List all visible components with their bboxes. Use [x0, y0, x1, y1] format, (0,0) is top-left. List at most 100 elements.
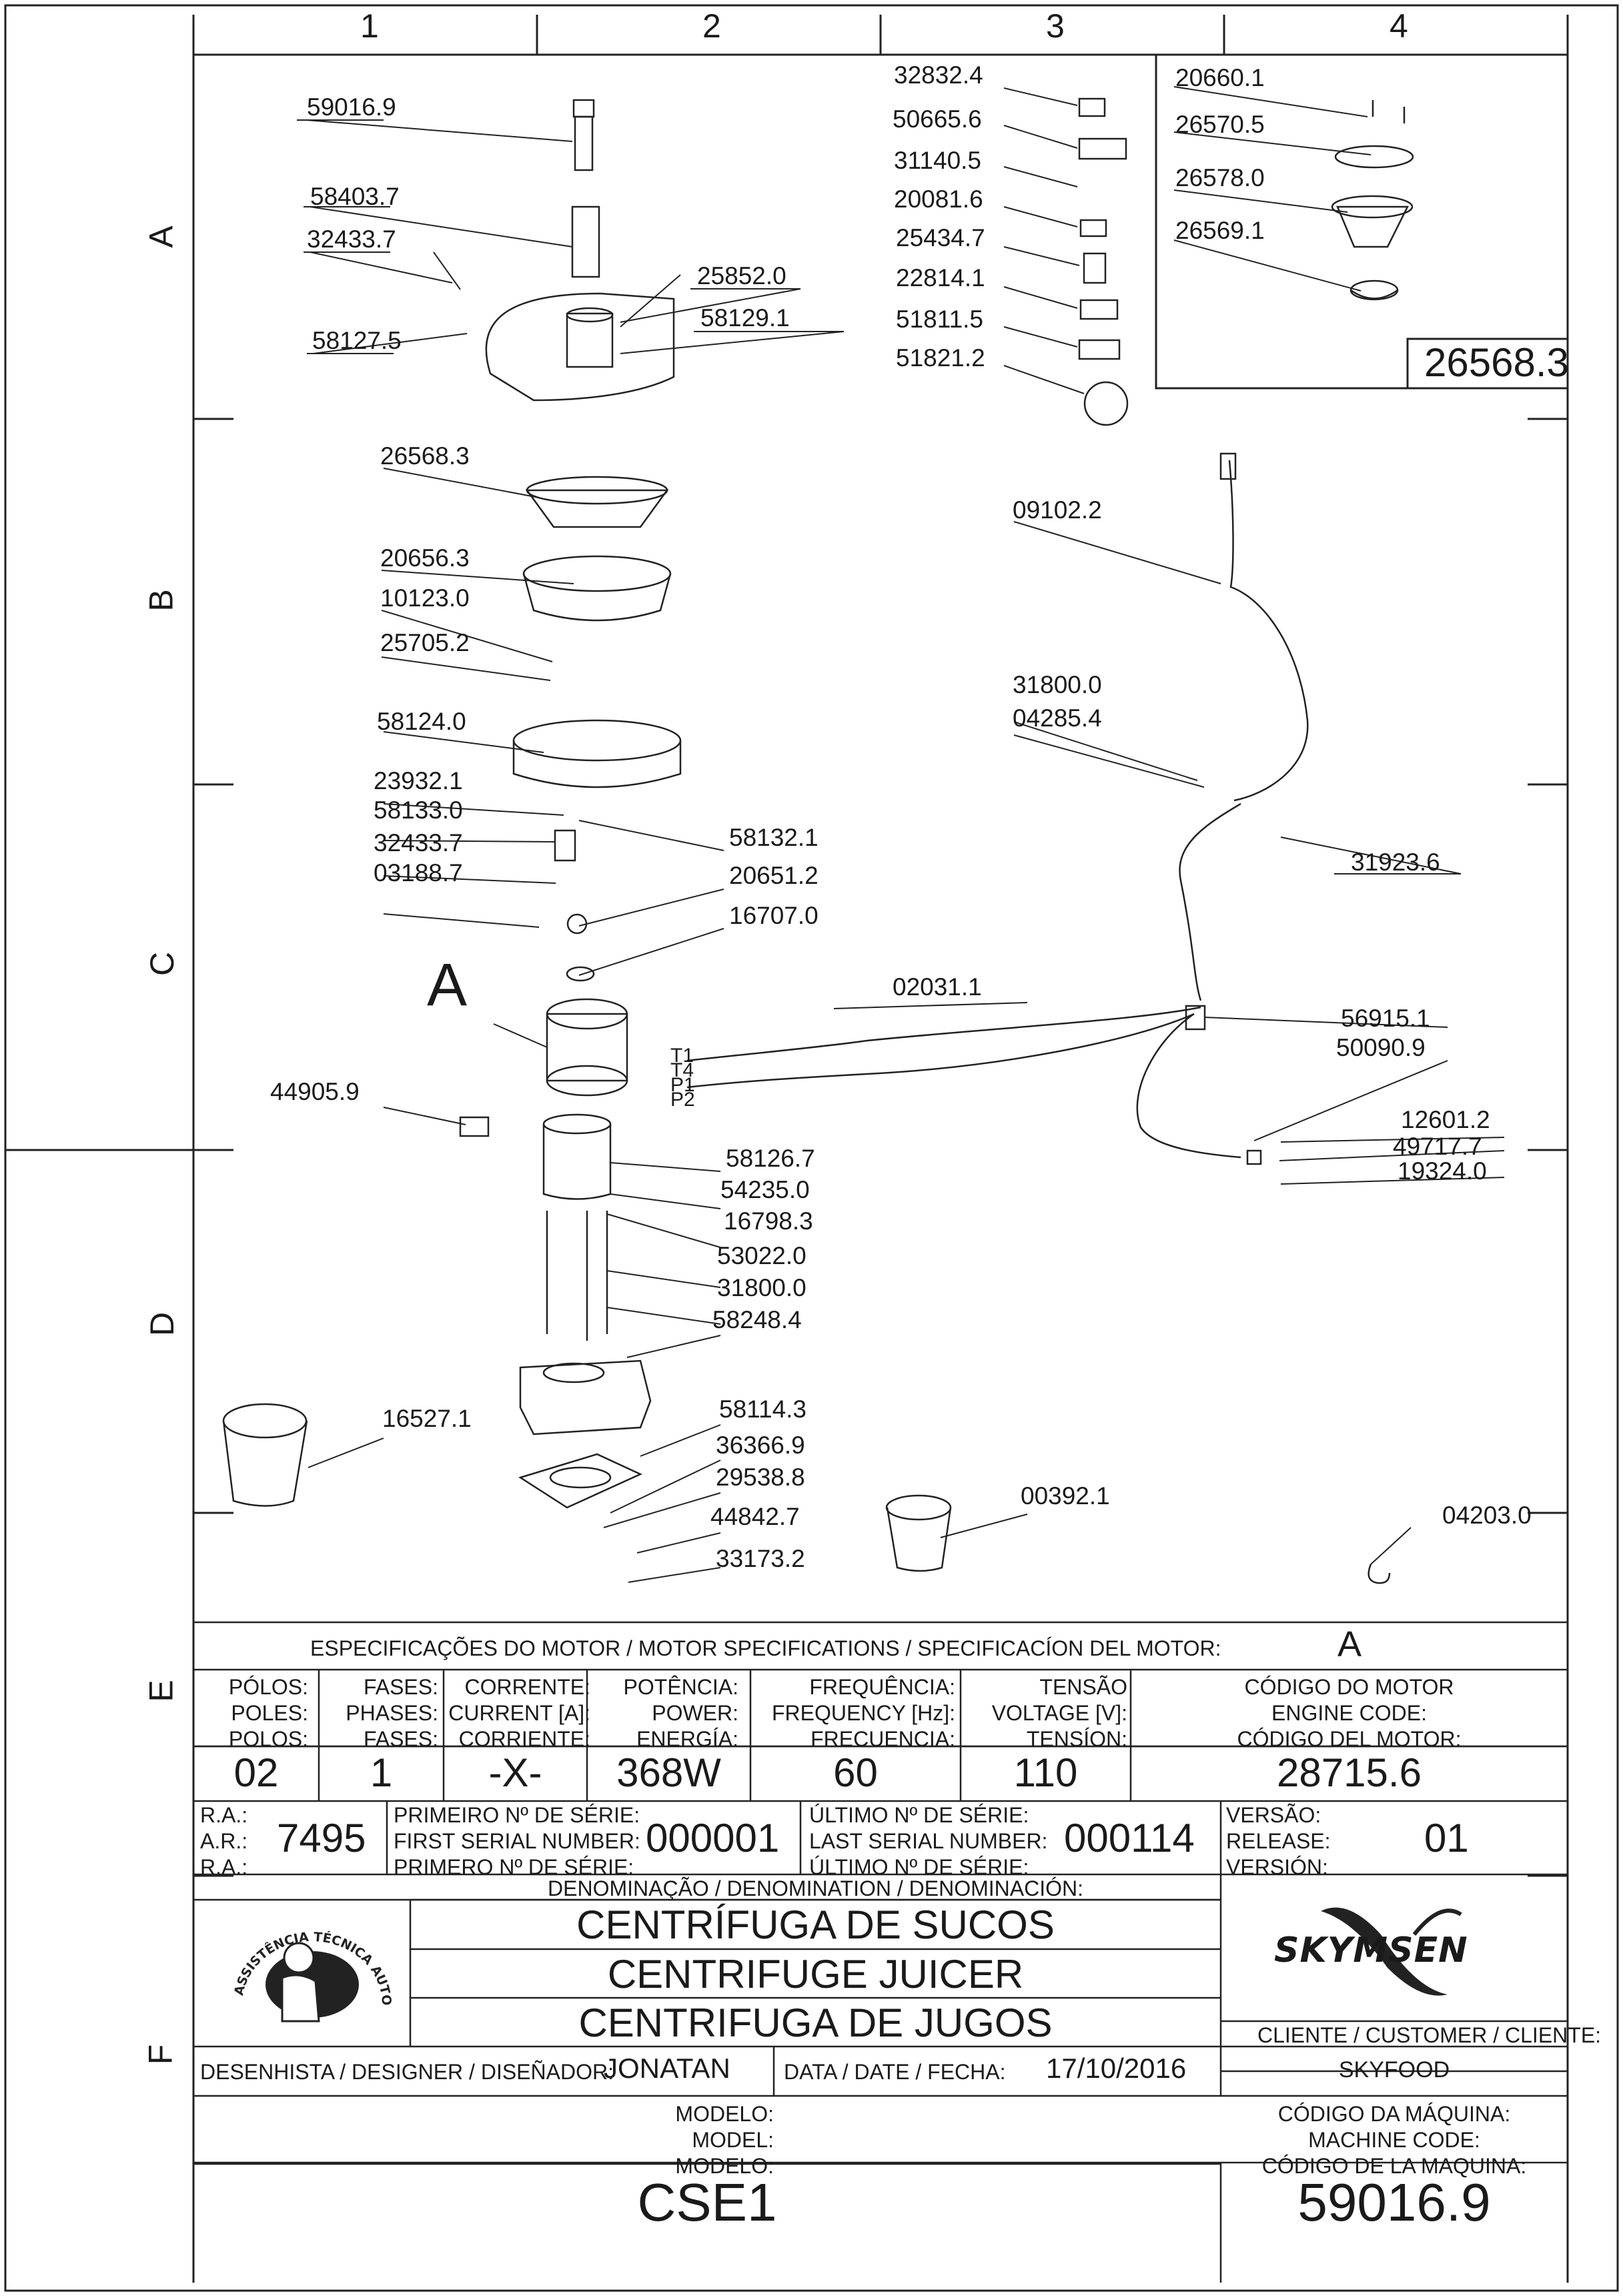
part-callout: 59016.9	[307, 93, 396, 121]
part-callout: 51821.2	[896, 344, 985, 372]
part-callout: 58114.3	[719, 1395, 806, 1423]
part-callout: 33173.2	[716, 1545, 805, 1572]
grid-row-D: D	[143, 1311, 181, 1337]
part-callout: 09102.2	[1013, 496, 1102, 524]
part-callout: 31140.5	[894, 147, 981, 174]
logo-swoosh-icon	[1321, 1907, 1462, 1996]
part-callout: 19324.0	[1398, 1157, 1487, 1185]
terminal-label: T1	[670, 1045, 694, 1067]
part-callout: 20081.6	[894, 185, 983, 213]
spec-value-current: -X-	[488, 1750, 542, 1795]
part-callout: 50090.9	[1336, 1034, 1426, 1061]
part-callout: 26578.0	[1175, 164, 1265, 191]
spec-value-engine-code: 28715.6	[1277, 1750, 1422, 1795]
terminal-label: P1	[670, 1074, 695, 1096]
part-callout: 36366.9	[716, 1431, 805, 1459]
part-callout: 31923.6	[1351, 848, 1440, 876]
part-callout: 58124.0	[377, 708, 466, 735]
spec-value-phases: 1	[370, 1750, 393, 1795]
part-callout: 31800.0	[1013, 671, 1102, 698]
brand-name: SKYMSEN	[1274, 1930, 1468, 1970]
authorized-assistance-stamp: ASSISTÊNCIA TÉCNICA AUTORIZADA	[220, 1893, 396, 2041]
designer-value: JONATAN	[604, 2053, 730, 2084]
last-serial-value: 000114	[1064, 1816, 1195, 1860]
grid-row-B: B	[142, 589, 180, 612]
part-callout: 29538.8	[716, 1464, 805, 1491]
part-callout: 58248.4	[712, 1306, 802, 1333]
model-value: CSE1	[637, 2173, 777, 2232]
spec-value-poles: 02	[233, 1750, 279, 1795]
part-callout: 16798.3	[724, 1207, 813, 1235]
grid-column-4: 4	[1390, 7, 1408, 45]
grid-row-E: E	[142, 1680, 180, 1702]
part-callout: 32433.7	[374, 829, 463, 856]
spec-header-power: POTÊNCIA:POWER:ENERGÍA:	[623, 1675, 738, 1752]
part-callout: 25434.7	[896, 224, 985, 251]
grid-column-3: 3	[1046, 7, 1065, 45]
motor-detail-letter: A	[427, 952, 468, 1019]
part-callout: 26568.3	[380, 442, 470, 470]
grid-row-F: F	[141, 2044, 179, 2065]
part-callout: 16707.0	[729, 902, 819, 929]
grid-row-C: C	[143, 951, 181, 977]
part-callout: 04203.0	[1442, 1502, 1532, 1529]
part-callout: 04285.4	[1013, 704, 1102, 732]
part-callout: 51811.5	[896, 306, 983, 333]
spec-value-power: 368W	[616, 1750, 721, 1795]
detail-box-label: 26568.3	[1424, 340, 1569, 385]
part-callout: 54235.0	[720, 1176, 810, 1203]
part-callout: 26570.5	[1175, 111, 1265, 138]
part-callout: 20656.3	[380, 544, 470, 572]
part-callout: 58126.7	[726, 1145, 815, 1172]
part-callout: 25705.2	[380, 629, 470, 656]
part-callout: 44842.7	[710, 1503, 800, 1530]
part-callout: 58403.7	[310, 183, 400, 210]
denomination-line-pt: CENTRÍFUGA DE SUCOS	[576, 1902, 1055, 1947]
denomination-header: DENOMINAÇÃO / DENOMINATION / DENOMINACIÓ…	[548, 1876, 1083, 1900]
machine-code-labels: CÓDIGO DA MÁQUINA:MACHINE CODE:CÓDIGO DE…	[1261, 2102, 1527, 2179]
spec-header-phases: FASES:PHASES:FASES:	[346, 1675, 438, 1752]
part-callout: 03188.7	[374, 859, 463, 887]
terminal-label: P2	[670, 1089, 695, 1111]
part-callout: 58133.0	[374, 796, 463, 824]
version-value: 01	[1424, 1816, 1469, 1860]
part-callout: 32433.7	[307, 225, 396, 253]
date-value: 17/10/2016	[1046, 2053, 1187, 2084]
part-callout: 02031.1	[893, 973, 982, 1001]
part-callout: 16527.1	[382, 1405, 472, 1432]
skymsen-logo: SKYMSEN	[1241, 1894, 1548, 2008]
part-callout: 12601.2	[1401, 1106, 1490, 1133]
ra-labels: R.A.:A.R.:R.A.:	[200, 1803, 248, 1880]
spec-header-current: CORRENTE:CURRENT [A]:CORRIENTE:	[448, 1675, 590, 1752]
part-callout: 20660.1	[1175, 64, 1265, 91]
part-callout: 53022.0	[717, 1242, 806, 1269]
denomination-line-en: CENTRIFUGE JUICER	[607, 1952, 1024, 1996]
spec-value-frequency: 60	[833, 1750, 878, 1795]
part-callout: 58132.1	[729, 824, 819, 851]
part-callout: 58129.1	[700, 304, 790, 332]
part-callout: 00392.1	[1021, 1482, 1110, 1510]
spec-value-voltage: 110	[1013, 1750, 1078, 1795]
machine-code-value: 59016.9	[1297, 2173, 1491, 2232]
part-callout: 23932.1	[374, 767, 463, 794]
model-labels: MODELO:MODEL:MODELO:	[675, 2102, 774, 2179]
part-callout: 31800.0	[717, 1274, 806, 1301]
spec-header-frequency: FREQUÊNCIA:FREQUENCY [Hz]:FRECUENCIA:	[772, 1675, 955, 1752]
part-callout: 32832.4	[894, 61, 983, 89]
first-serial-value: 000001	[646, 1816, 780, 1860]
part-callout: 44905.9	[270, 1078, 360, 1105]
grid-column-1: 1	[360, 7, 379, 45]
grid-column-2: 2	[702, 7, 721, 45]
version-labels: VERSÃO:RELEASE:VERSIÓN:	[1226, 1803, 1331, 1880]
date-label: DATA / DATE / FECHA:	[784, 2060, 1006, 2084]
customer-value: SKYFOOD	[1338, 2057, 1450, 2083]
part-callout: 49717.7	[1393, 1133, 1482, 1160]
part-callout: 56915.1	[1341, 1005, 1430, 1032]
spec-header-poles: PÓLOS:POLES:POLOS:	[228, 1675, 308, 1752]
first-serial-labels: PRIMEIRO Nº DE SÉRIE:FIRST SERIAL NUMBER…	[394, 1803, 640, 1880]
motor-spec-title: ESPECIFICAÇÕES DO MOTOR / MOTOR SPECIFIC…	[310, 1636, 1221, 1660]
last-serial-labels: ÚLTIMO Nº DE SÉRIE:LAST SERIAL NUMBER:ÚL…	[809, 1803, 1048, 1880]
